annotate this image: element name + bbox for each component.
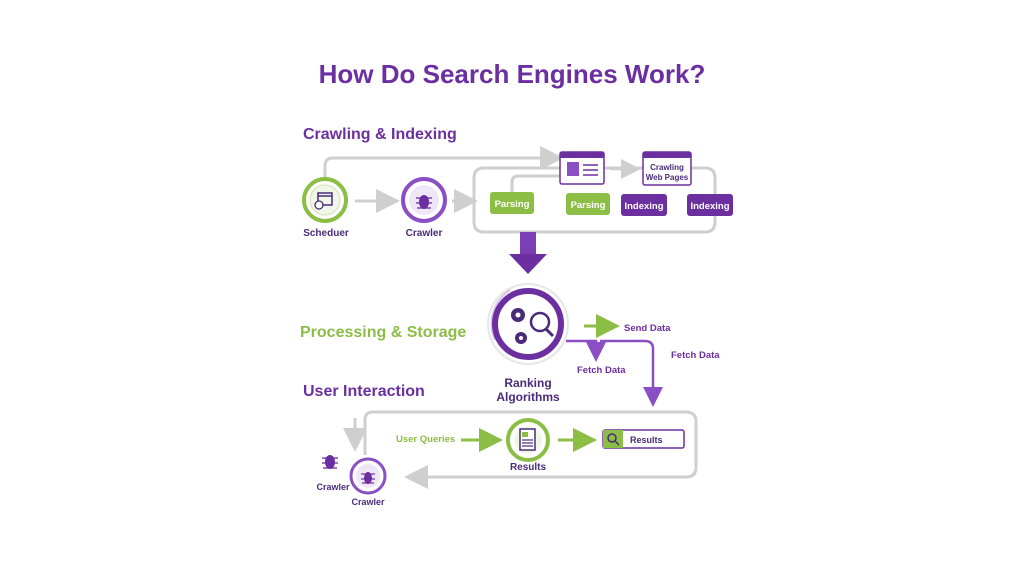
crawling-card-line2: Web Pages [646, 173, 689, 182]
section-processing-heading: Processing & Storage [300, 324, 466, 341]
results-node-label: Results [510, 462, 547, 473]
results-search-bar: Results [602, 429, 685, 449]
crawling-web-pages-card [642, 151, 692, 186]
down-arrow-icon [509, 232, 547, 274]
search-icon [607, 433, 620, 446]
crawler-node [401, 177, 447, 223]
fetch-data-label-1: Fetch Data [577, 365, 626, 376]
bug-icon [416, 195, 432, 209]
send-data-label: Send Data [624, 323, 671, 334]
inner-loop-connector [510, 174, 560, 195]
pill-indexing-1-label: Indexing [624, 201, 663, 212]
user-queries-label: User Queries [396, 434, 455, 445]
scheduler-node [302, 177, 348, 223]
ranking-hub [487, 283, 569, 365]
pill-indexing-2: Indexing [687, 194, 733, 216]
results-bar-label: Results [630, 435, 663, 445]
fetch-data-label-2: Fetch Data [671, 350, 720, 361]
crawler-label: Crawler [406, 228, 443, 239]
crawler-node-small [349, 457, 387, 495]
page-title: How Do Search Engines Work? [319, 59, 706, 89]
crawl-loop-connector [323, 146, 564, 178]
bug-icon-small [322, 455, 338, 469]
crawling-card-line1: Crawling [650, 163, 684, 172]
browser-window-icon [559, 151, 605, 185]
calendar-clock-icon [314, 192, 333, 210]
pill-parsing-1-label: Parsing [495, 199, 530, 210]
fetch-data-short-arrow [566, 339, 606, 362]
pill-parsing-1: Parsing [490, 192, 534, 214]
user-loop-outline [363, 410, 698, 489]
pill-indexing-2-label: Indexing [690, 201, 729, 212]
crawl-loop-box [472, 166, 717, 234]
ranking-label-line2: Algorithms [496, 390, 560, 404]
bug-icon-circle [361, 472, 375, 484]
section-user-heading: User Interaction [303, 383, 425, 400]
document-icon [519, 428, 536, 451]
pill-parsing-2: Parsing [566, 193, 610, 215]
pill-indexing-1: Indexing [621, 194, 667, 216]
scheduler-label: Scheduer [303, 228, 349, 239]
crawler-b-label: Crawler [351, 497, 385, 507]
gears-search-icon [511, 308, 555, 344]
fetch-data-long-arrow [600, 339, 663, 407]
pill-parsing-2-label: Parsing [571, 200, 606, 211]
results-node [506, 418, 550, 462]
crawler-a-label: Crawler [316, 482, 350, 492]
ranking-label-line1: Ranking [504, 376, 551, 390]
section-crawling-heading: Crawling & Indexing [303, 126, 457, 143]
